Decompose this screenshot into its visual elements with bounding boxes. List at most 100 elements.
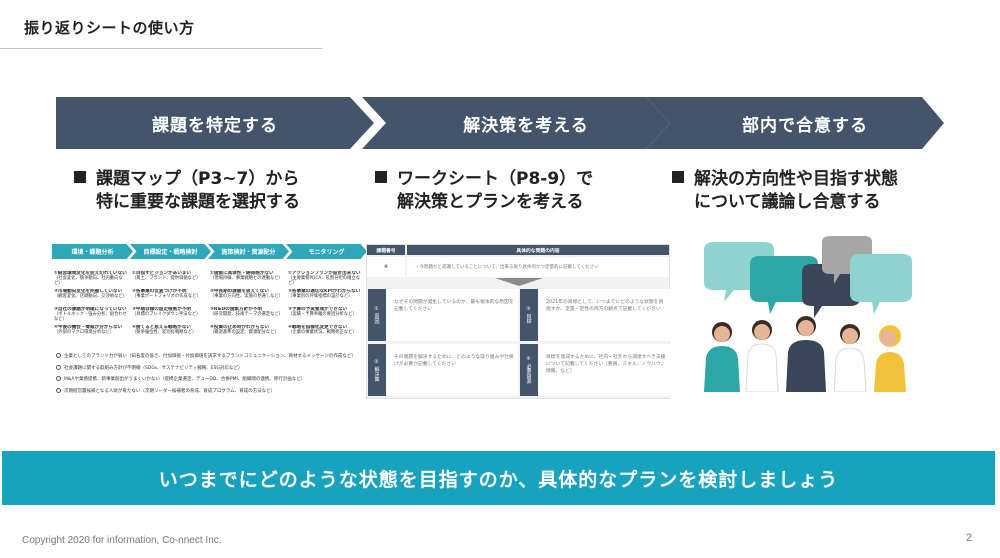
step-2-desc-line2: 解決策とプランを考える xyxy=(397,192,584,212)
down-arrow-icon xyxy=(495,278,543,286)
worksheet-box-label: ④ 必要資源 xyxy=(520,344,538,396)
worksheet-col-issue-detail: 具体的な問題の内容 xyxy=(407,245,669,255)
issue-map-cell-sub: （事業別の評価指標の設計など） xyxy=(288,294,353,300)
issue-map-other-text: 次期経営層候補となる人財が育たない（次期リーダー候補者の育成、育成プログラム、育… xyxy=(64,388,276,394)
step-1-desc-line2: 特に重要な課題を選択する xyxy=(96,192,300,212)
issue-map-cell-sub: （風土、ブランド、提供価値など） xyxy=(132,276,201,282)
bullet-square-icon xyxy=(74,171,86,183)
issue-map-cell-sub: （実績・予算乖離の要因分析など） xyxy=(288,312,357,318)
process-flow: 課題を特定する 解決策を考える 部内で合意する xyxy=(56,97,946,149)
step-3-desc-line2: について議論し合意する xyxy=(694,192,881,212)
worksheet-header: 課題番号 具体的な問題の内容 xyxy=(367,245,669,255)
issue-map-cell-title: ④投資の止め時がわからない xyxy=(210,325,270,330)
issue-map-other-item: 次期経営層候補となる人財が育たない（次期リーダー候補者の育成、育成プログラム、育… xyxy=(56,386,360,398)
step-2-desc-line1: ワークシート（P8-9）で xyxy=(397,169,594,189)
issue-map-cell-title: ②市場動向変化を把握していない xyxy=(54,289,123,294)
issue-map-other-item: 社会課題に関する取組み方針が不明確（SDGs、サステナビリティ戦略、ESG対応な… xyxy=(56,363,360,375)
issue-map-other-text: 社会課題に関する取組み方針が不明確（SDGs、サステナビリティ戦略、ESG対応な… xyxy=(64,365,243,371)
step-1-description: 課題マップ（P3~7）から 特に重要な課題を選択する xyxy=(74,168,300,214)
phase-label: 環境・課題分析 xyxy=(52,244,133,259)
issue-map-cell: ③R&Dの施策方針が不明（研究開発、技術テーマの選定など） xyxy=(210,307,284,323)
issue-map-cell: ①経営環境変化を捉え切れていない（社会変化、競争動向、社内動向など） xyxy=(54,271,128,287)
worksheet-box-text: その問題を解決するために、どのような取り組みや仕掛けが必要か記載してください xyxy=(394,355,514,367)
step-2-description: ワークシート（P8-9）で 解決策とプランを考える xyxy=(375,168,593,214)
issue-map-cell: ①アクションプランが設計出来ない（主要業務PDCA、役割分担の確立など） xyxy=(288,271,362,287)
circle-bullet-icon xyxy=(56,376,61,381)
issue-map-cell-sub: （事業ポートフォリオの作成など） xyxy=(132,294,201,300)
worksheet-box: ③ 目標 2021年の目標として、いつまでにどのような状態を目指すか、定量・定性… xyxy=(520,289,670,341)
issue-map-cell: ④勝てると思える戦略がない（競争優位性、差別化戦略など） xyxy=(132,325,206,341)
title-underline xyxy=(0,48,322,49)
issue-map-other-item: 企業としてのブランド力が弱い（知名度の低さ、付加価値・付加価値を訴求するブランド… xyxy=(56,351,360,363)
worksheet-issue-no: ※ xyxy=(367,257,405,277)
issue-map-cell: ③中期目標の設定根拠が不明（目標のブレイクダウン手法など） xyxy=(132,307,206,323)
call-to-action-banner: いつまでにどのような状態を目指すのか、具体的なプランを検討しましょう xyxy=(2,451,995,505)
issue-map-cell-title: ③中期目標の設定根拠が不明 xyxy=(132,307,192,312)
circle-bullet-icon xyxy=(56,364,61,370)
phase-label: 目標設定・戦略検討 xyxy=(130,244,211,259)
issue-map-cell-title: ②各事業の適切なKPIがわからない xyxy=(288,289,361,294)
issue-map-cell: ③予算の予実管理ができない（実績・予算乖離の要因分析など） xyxy=(288,307,362,323)
issue-map-cell-title: ①アクションプランが設計出来ない xyxy=(288,271,361,276)
page-title: 振り返りシートの使い方 xyxy=(24,19,195,37)
worksheet-box-label: ② 解決策 xyxy=(368,344,386,396)
issue-map-cell-sub: （社会変化、競争動向、社内動向など） xyxy=(54,276,123,287)
speech-bubbles-people-icon xyxy=(704,236,912,393)
step-2-chevron: 解決策を考える xyxy=(362,97,670,149)
issue-map-cell: ④今後の機会・脅威が分からない（外部のマクロ環境分析など） xyxy=(54,325,128,341)
worksheet-box: ② 解決策 その問題を解決するために、どのような取り組みや仕掛けが必要か記載して… xyxy=(368,344,518,396)
worksheet-issue-text-value: 今問題だと認識していることについて、出来る限り具体的かつ定量的に記載してください xyxy=(419,265,599,270)
worksheet-box-text: 2021年の目標として、いつまでにどのような状態を目指すか、定量・定性の両方の観… xyxy=(546,300,664,312)
issue-map-cell: ②中長期の課題を扱えてない（事業の方向性、実施の見通しなど） xyxy=(210,289,284,305)
issue-map-cell: ②市場動向変化を把握していない（顧客変化、店頭動向、交渉術など） xyxy=(54,289,128,305)
issue-map-other-text: M&Aや業務提携、新事業創出がうまくいかない（提携企業選定、デューDD、合併PM… xyxy=(64,377,306,382)
issue-map-cell-title: ④勝てると思える戦略がない xyxy=(132,325,191,330)
issue-map-cell-sub: （撤退基準の設定、資源配分など） xyxy=(210,330,279,336)
step-3-desc-line1: 解決の方向性や目指す状態 xyxy=(694,169,898,189)
issue-map-cell-title: ③自社の課題が明確になっていない xyxy=(54,307,127,312)
issue-map-cell-sub: （ボトルネック・強み分析、組合わせなど） xyxy=(54,312,127,323)
issue-map-cell-title: ①目指すビジョンがあいまい xyxy=(132,271,192,276)
worksheet-box: ① 原因 なぜその問題が発生しているのか、最も根本的な原因を記載してください xyxy=(368,289,518,341)
page-number: 2 xyxy=(966,532,973,544)
issue-map-cell-title: ③予算の予実管理ができない xyxy=(288,307,348,312)
worksheet-box-label: ③ 目標 xyxy=(520,289,538,341)
issue-map-cell-title: ①施策に具体性・納得感がない xyxy=(210,271,274,276)
issue-map-thumbnail: 環境・課題分析 目標設定・戦略検討 施策検討・資源配分 モニタリング ①経営環境… xyxy=(52,244,367,399)
issue-map-cell-sub: （事業の方向性、実施の見通しなど） xyxy=(210,294,284,300)
circle-bullet-icon xyxy=(56,353,61,358)
issue-map-cell-title: ①経営環境変化を捉え切れていない xyxy=(54,271,127,276)
issue-map-grid: ①経営環境変化を捉え切れていない（社会変化、競争動向、社内動向など） ①目指すビジ… xyxy=(52,259,364,341)
worksheet-issue-text: ・今問題だと認識していることについて、出来る限り具体的かつ定量的に記載してくださ… xyxy=(407,257,669,277)
issue-map-cell-title: ②各事業の位置づけが不明 xyxy=(132,289,187,294)
issue-map-cell-sub: （外部のマクロ環境分析など） xyxy=(54,330,115,336)
issue-map-other-item: M&Aや業務提携、新事業創出がうまくいかない（提携企業選定、デューDD、合併PM… xyxy=(56,374,360,386)
issue-map-cell: ①施策に具体性・納得感がない（現場目線、事業戦略との連動など） xyxy=(210,271,284,287)
issue-map-cell-sub: （主要業務PDCA、役割分担の確立など） xyxy=(288,276,360,287)
copyright-text: Copyright 2020 for information, Co-nnect… xyxy=(22,535,222,546)
title-area: 振り返りシートの使い方 xyxy=(0,0,325,50)
worksheet-box: ④ 必要資源 目標を達成するために、社内・社外から調達すべき支援について記載して… xyxy=(520,344,670,396)
issue-map-cell: ③自社の課題が明確になっていない（ボトルネック・強み分析、組合わせなど） xyxy=(54,307,128,323)
circle-bullet-icon xyxy=(56,387,61,393)
issue-map-cell-title: ④戦略を指標化変更できない xyxy=(288,325,348,330)
step-1-desc-line1: 課題マップ（P3~7）から xyxy=(96,169,300,189)
phase-label: モニタリング xyxy=(286,244,367,259)
worksheet-box-label: ① 原因 xyxy=(368,289,386,341)
issue-map-cell: ④戦略を指標化変更できない（企業の事業状況、戦略修正など） xyxy=(288,325,362,341)
issue-map-cell: ②各事業の位置づけが不明（事業ポートフォリオの作成など） xyxy=(132,289,206,305)
worksheet-thumbnail: 課題番号 具体的な問題の内容 ※ ・今問題だと認識していることについて、出来る限… xyxy=(366,244,670,399)
issue-map-cell-sub: （顧客変化、店頭動向、交渉術など） xyxy=(54,294,128,300)
issue-map-cell-sub: （企業の事業状況、戦略修正など） xyxy=(288,330,357,336)
phase-label: 施策検討・資源配分 xyxy=(208,244,289,259)
worksheet-box-text: 目標を達成するために、社内・社外から調達すべき支援について記載してください（要員… xyxy=(546,355,666,374)
issue-map-cell: ④投資の止め時がわからない（撤退基準の設定、資源配分など） xyxy=(210,325,284,341)
issue-map-cell-sub: （研究開発、技術テーマの選定など） xyxy=(210,312,284,318)
worksheet-col-issue-no: 課題番号 xyxy=(367,245,405,255)
issue-map-other-text: 企業としてのブランド力が弱い（知名度の低さ、付加価値・付加価値を訴求するブランド… xyxy=(64,354,356,359)
bullet-square-icon xyxy=(375,171,387,183)
issue-map-cell-sub: （競争優位性、差別化戦略など） xyxy=(132,330,197,336)
issue-map-cell-title: ④今後の機会・脅威が分からない xyxy=(54,325,123,330)
worksheet-box-text: なぜその問題が発生しているのか、最も根本的な原因を記載してください xyxy=(394,300,514,312)
issue-map-cell-title: ③R&Dの施策方針が不明 xyxy=(210,307,262,312)
